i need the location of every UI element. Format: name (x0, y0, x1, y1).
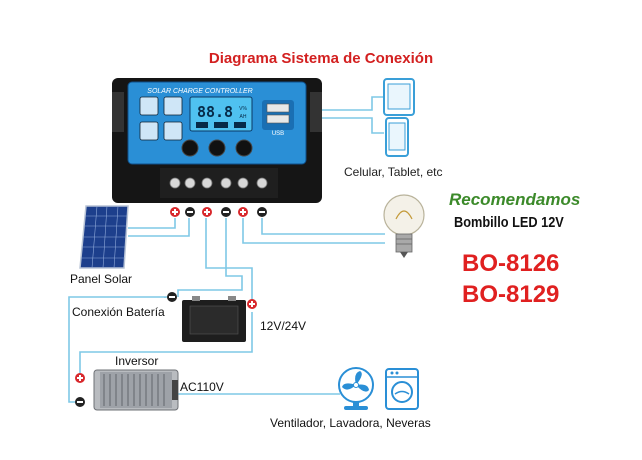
wire-solar-positive (128, 218, 176, 229)
wires (68, 96, 385, 403)
controller-button-1 (181, 139, 199, 157)
inverter-label: Inversor (115, 354, 159, 368)
battery-voltage-label: 12V/24V (260, 319, 307, 333)
bulb-icon (383, 194, 425, 258)
terminal-screws (169, 177, 268, 189)
controller-header: SOLAR CHARGE CONTROLLER (147, 88, 252, 95)
model-code-1: BO-8126 (462, 250, 560, 277)
controller-button-2 (208, 139, 226, 157)
lcd-units-bottom: AH (240, 114, 247, 120)
appliances-label: Ventilador, Lavadora, Neveras (270, 416, 431, 430)
wire-inverter-negative (68, 296, 172, 403)
wire-inverter-positive (79, 312, 253, 378)
lcd-digits: 88.8 (197, 103, 233, 121)
devices-label: Celular, Tablet, etc (344, 165, 443, 179)
inverter-icon (93, 369, 179, 411)
wire-load-positive (242, 218, 385, 244)
lcd-units-top: V% (239, 106, 247, 112)
battery-terminals (167, 292, 257, 309)
wire-battery-positive (205, 218, 253, 302)
phone-icon (385, 117, 409, 157)
wire-solar-negative (128, 218, 190, 237)
model-code-2: BO-8129 (462, 281, 560, 308)
solar-panel-icon (79, 205, 129, 269)
wire-battery-negative (177, 218, 243, 297)
bulb-label: Bombillo LED 12V (454, 214, 564, 231)
washer-icon (385, 368, 419, 410)
inverter-terminals (75, 373, 85, 407)
battery-icon (182, 296, 246, 342)
solar-panel-label: Panel Solar (70, 272, 133, 286)
ac-output-label: AC110V (180, 380, 224, 394)
wire-usb-phone (318, 117, 384, 134)
wire-usb-tablet (318, 96, 384, 111)
polarity-markers (170, 207, 267, 217)
controller-button-3 (235, 139, 253, 157)
tablet-icon (383, 78, 415, 116)
fan-icon (338, 367, 374, 410)
usb-label: USB (272, 131, 284, 137)
wire-load-negative (261, 218, 385, 235)
recommend-label: Recomendamos (449, 190, 581, 209)
diagram-title: Diagrama Sistema de Conexión (208, 50, 434, 67)
battery-connection-label: Conexión Batería (72, 305, 165, 319)
charge-controller: SOLAR CHARGE CONTROLLER 88.8 V% AH USB (112, 78, 322, 203)
